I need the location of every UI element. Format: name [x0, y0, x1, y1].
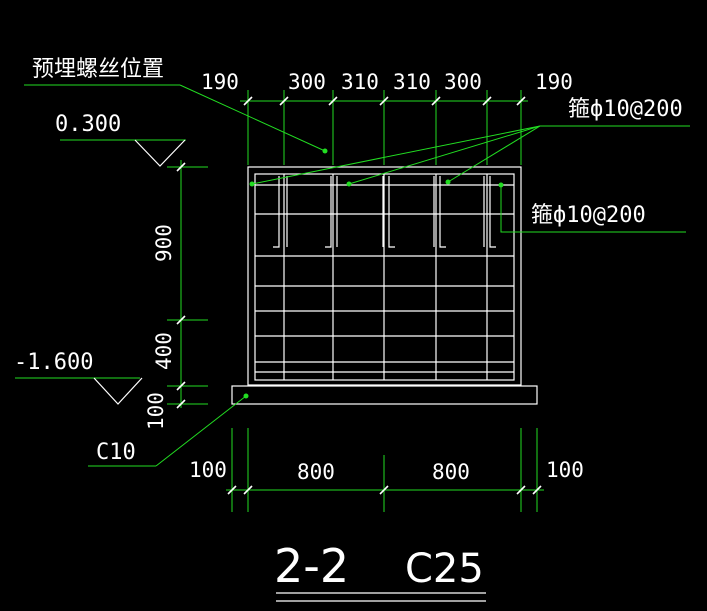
left-dim-400: 400 [152, 332, 176, 370]
stirrup-top-callout: 箍ф10@200 [249, 97, 690, 187]
stirrup-top-label: 箍ф10@200 [568, 97, 683, 122]
cushion-label: C10 [96, 440, 136, 465]
c10-cushion-layer [231, 385, 538, 405]
top-dim-5: 300 [444, 70, 482, 94]
elevation-top: 0.300 [55, 112, 186, 167]
top-dimensions: 190 300 310 310 300 190 [201, 70, 573, 165]
left-dimensions: 900 400 100 [144, 160, 208, 430]
section-title: 2-2 [274, 539, 349, 593]
left-dim-100: 100 [144, 392, 168, 430]
horizontal-rebars [255, 184, 514, 373]
bottom-dim-3: 800 [432, 460, 470, 484]
bottom-dim-2: 800 [297, 460, 335, 484]
stirrup-side-callout: 箍ф10@200 [498, 182, 686, 233]
embedded-bolt-callout: 预埋螺丝位置 [24, 57, 328, 154]
foundation-outline [247, 166, 522, 386]
foundation-section [231, 166, 538, 405]
top-dim-4: 310 [393, 70, 431, 94]
bottom-dim-1: 100 [189, 458, 227, 482]
elev-bottom-label: -1.600 [14, 350, 93, 375]
elev-top-label: 0.300 [55, 112, 121, 137]
top-dim-2: 300 [288, 70, 326, 94]
bottom-dimensions: 100 800 800 100 [189, 428, 584, 512]
section-title-block: 2-2 C25 [274, 539, 486, 602]
concrete-grade: C25 [405, 546, 484, 592]
top-dim-1: 190 [201, 70, 239, 94]
stirrup-side-label: 箍ф10@200 [531, 203, 646, 228]
elevation-bottom: -1.600 [14, 350, 143, 405]
bottom-dim-4: 100 [546, 458, 584, 482]
left-dim-900: 900 [152, 224, 176, 262]
cushion-callout: C10 [88, 393, 249, 467]
embedded-bolts [273, 176, 496, 248]
top-dim-6: 190 [535, 70, 573, 94]
vertical-rebars [283, 174, 488, 380]
embedded-bolt-label: 预埋螺丝位置 [32, 57, 164, 82]
top-dim-3: 310 [341, 70, 379, 94]
